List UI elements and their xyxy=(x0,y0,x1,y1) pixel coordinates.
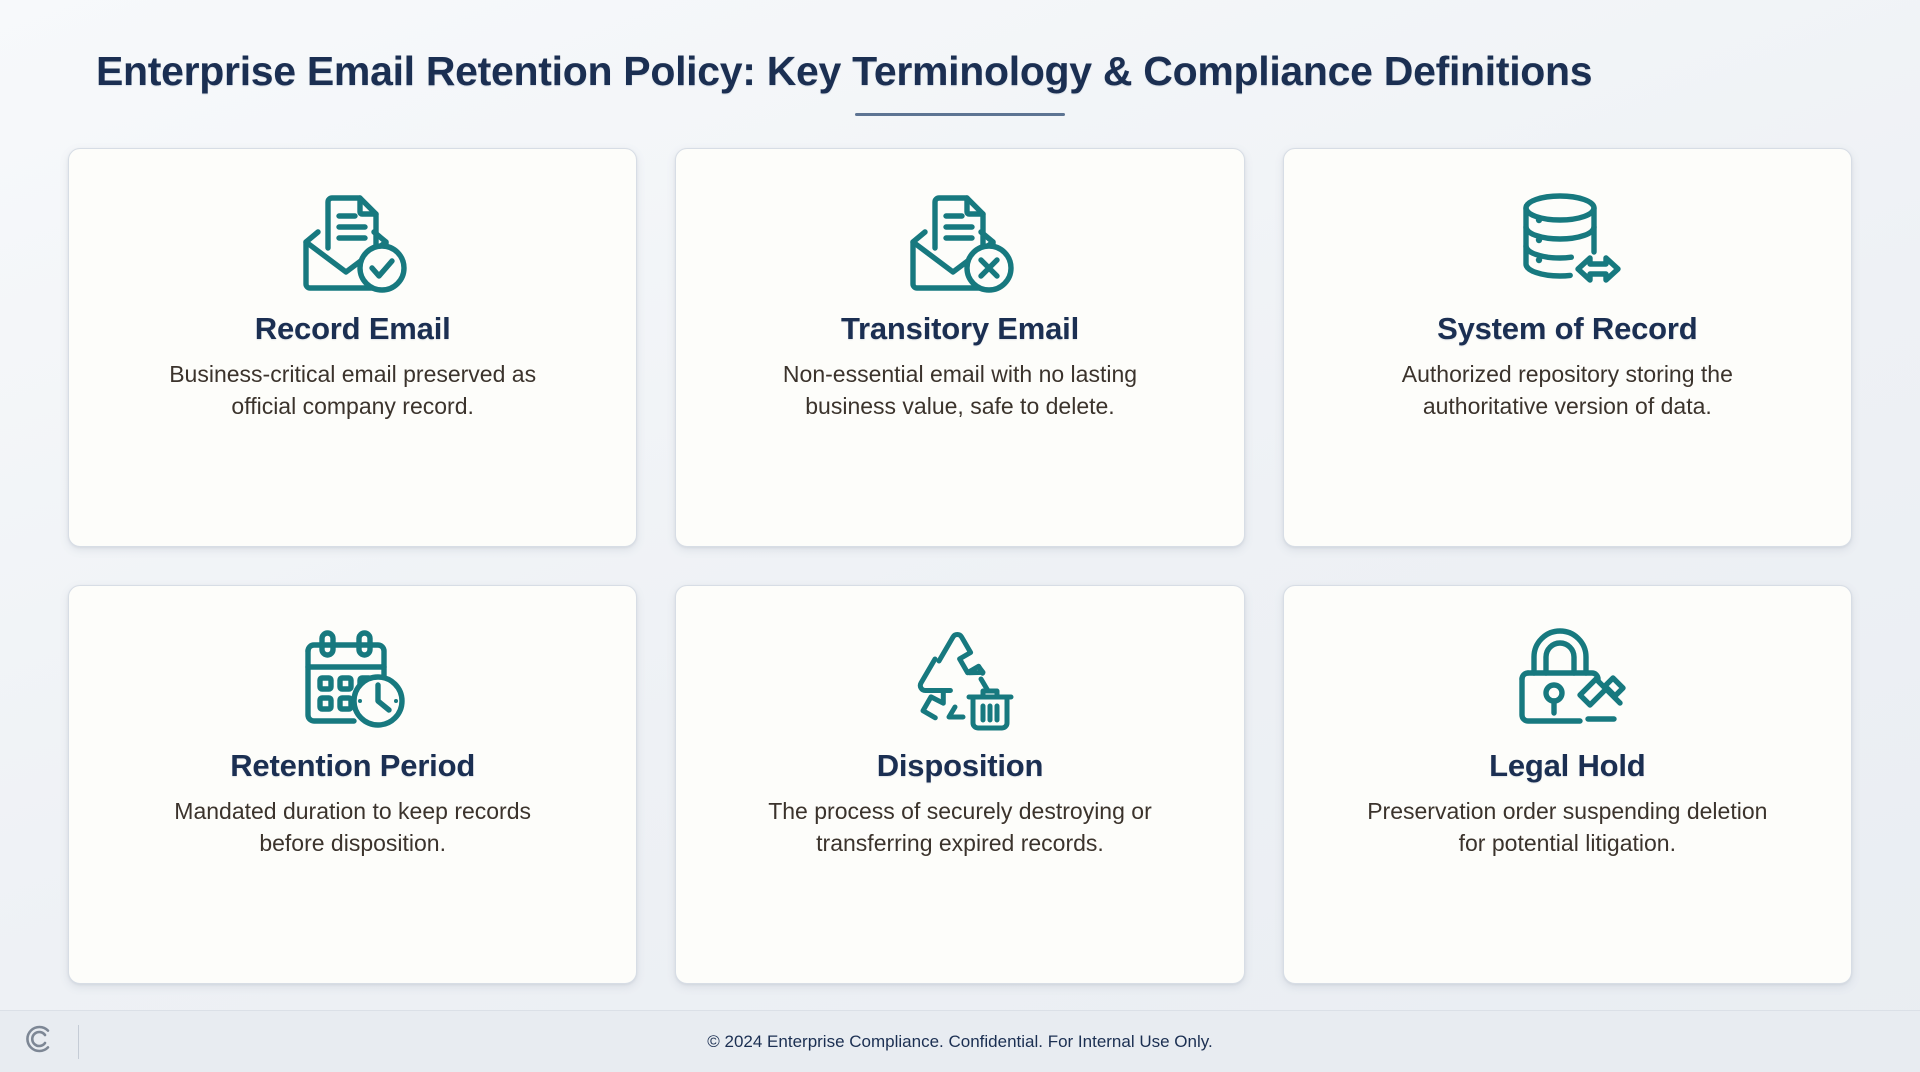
email-transitory-x-icon xyxy=(901,183,1019,301)
calendar-clock-icon xyxy=(294,620,412,738)
footer-bar: © 2024 Enterprise Compliance. Confidenti… xyxy=(0,1010,1920,1072)
card-title: Disposition xyxy=(876,748,1044,784)
card-description: Non-essential email with no lasting busi… xyxy=(782,361,1138,419)
card-disposition[interactable]: Disposition The process of securely dest… xyxy=(675,585,1245,984)
footer-brand xyxy=(0,1022,79,1061)
footer-copyright-text: © 2024 Enterprise Compliance. Confidenti… xyxy=(707,1031,1213,1051)
card-description: The process of securely destroying or tr… xyxy=(768,798,1152,856)
title-underline-rule xyxy=(855,113,1065,117)
card-description: Preservation order suspending deletion f… xyxy=(1367,798,1768,856)
card-system-of-record[interactable]: System of Record Authorized repository s… xyxy=(1282,148,1852,548)
card-description: Business-critical email preserved as off… xyxy=(169,361,537,419)
card-description: Mandated duration to keep records before… xyxy=(174,798,532,856)
card-retention-period[interactable]: Retention Period Mandated duration to ke… xyxy=(68,585,638,984)
card-description: Authorized repository storing the author… xyxy=(1401,361,1733,419)
card-record-email[interactable]: Record Email Business-critical email pre… xyxy=(68,148,638,548)
footer-divider xyxy=(78,1024,79,1059)
c-monogram-logo xyxy=(22,1022,56,1061)
card-title: System of Record xyxy=(1437,311,1698,347)
card-title: Legal Hold xyxy=(1489,748,1646,784)
lock-gavel-icon xyxy=(1508,620,1627,738)
card-title: Record Email xyxy=(254,311,451,347)
card-title: Transitory Email xyxy=(840,311,1079,347)
recycle-trash-icon xyxy=(901,620,1019,738)
title-block: Enterprise Email Retention Policy: Key T… xyxy=(0,0,1920,117)
card-title: Retention Period xyxy=(230,748,476,784)
email-record-check-icon xyxy=(294,183,412,301)
database-exchange-icon xyxy=(1508,183,1626,301)
page-title: Enterprise Email Retention Policy: Key T… xyxy=(96,48,1593,94)
card-transitory-email[interactable]: Transitory Email Non-essential email wit… xyxy=(675,148,1245,548)
card-legal-hold[interactable]: Legal Hold Preservation order suspending… xyxy=(1282,585,1852,984)
definition-card-grid: Record Email Business-critical email pre… xyxy=(0,116,1920,1010)
